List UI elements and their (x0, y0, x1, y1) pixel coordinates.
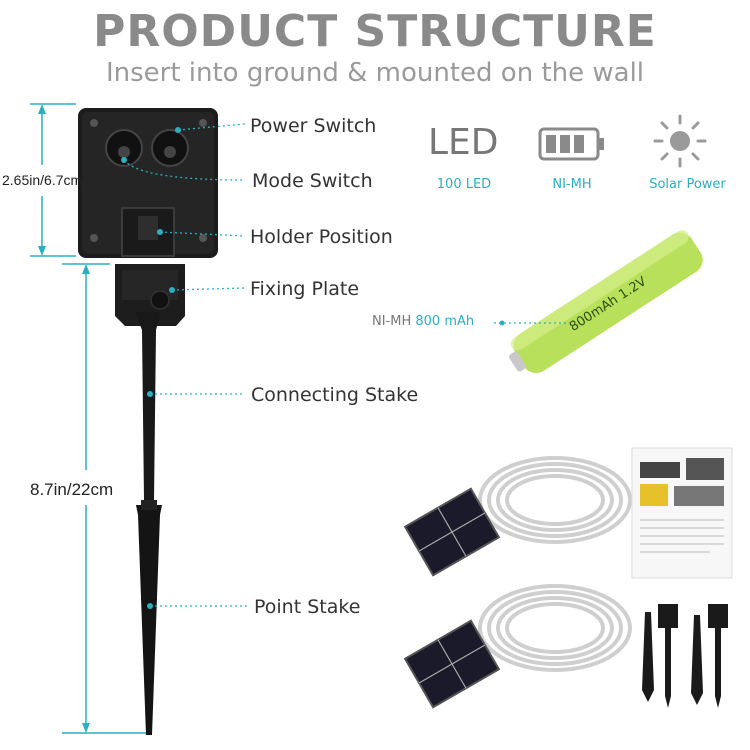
dimension-box-height: 2.65in/6.7cm (2, 172, 83, 188)
feature-label-solar: Solar Power (649, 177, 726, 192)
page-subtitle: Insert into ground & mounted on the wall (105, 58, 645, 88)
label-connecting-stake: Connecting Stake (251, 384, 419, 406)
control-box (78, 108, 218, 258)
feature-label-led: 100 LED (436, 177, 492, 192)
manual-image (631, 447, 733, 579)
label-power-switch: Power Switch (250, 115, 377, 137)
stake (135, 312, 162, 735)
page-title: PRODUCT STRUCTURE (93, 6, 657, 57)
battery-capacity-label: 800 mAh (415, 314, 475, 329)
fixing-plate (115, 264, 185, 326)
sun-icon (653, 114, 707, 168)
dimension-stake-length: 8.7in/22cm (30, 480, 114, 499)
leader-lines (123, 123, 248, 607)
label-point-stake: Point Stake (254, 596, 361, 618)
battery-icon (538, 127, 604, 161)
package-contents (403, 447, 733, 709)
label-holder-position: Holder Position (250, 226, 393, 248)
battery-label: NI-MH 800 mAh (372, 314, 474, 329)
dimension-lines (30, 103, 150, 734)
label-mode-switch: Mode Switch (252, 170, 373, 192)
led-text-icon: LED (428, 122, 499, 163)
label-fixing-plate: Fixing Plate (250, 278, 360, 300)
battery-type-label: NI-MH (372, 314, 412, 329)
aa-battery: 800mAh 1.2V (508, 230, 703, 374)
feature-label-nimh: NI-MH (552, 177, 592, 192)
